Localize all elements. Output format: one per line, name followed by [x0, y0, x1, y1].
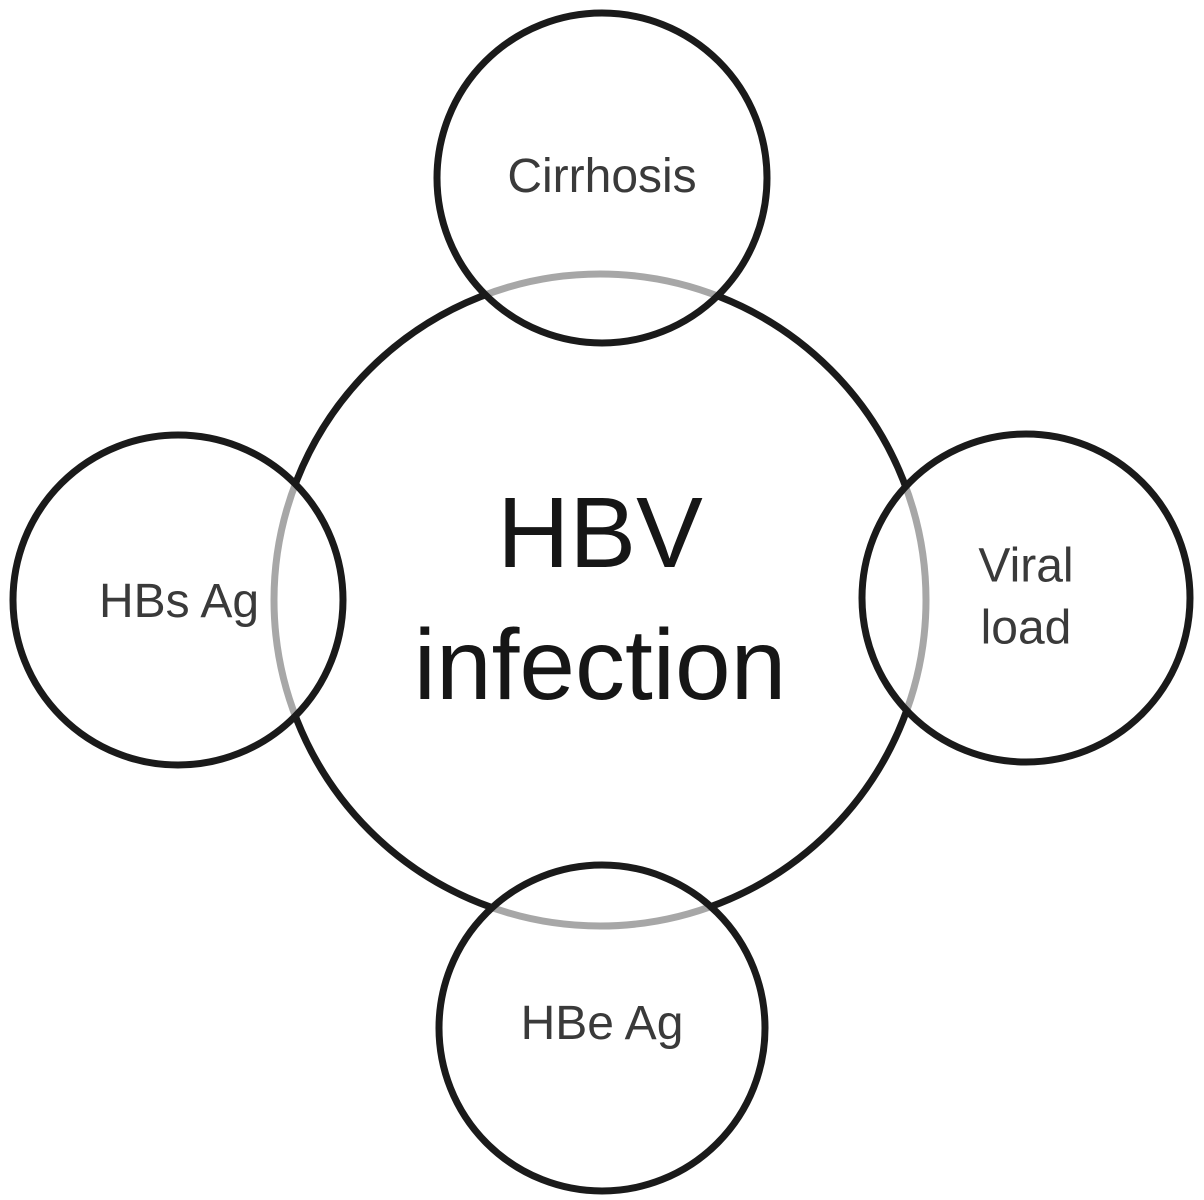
center-label-line2: infection	[413, 609, 787, 721]
center-label: HBV infection	[414, 467, 786, 731]
node-label-cirrhosis: Cirrhosis	[507, 149, 697, 203]
node-label-hbe-ag: HBe Ag	[520, 996, 684, 1050]
node-circle-hbs-ag	[9, 431, 347, 769]
center-label-line1: HBV	[497, 477, 703, 589]
node-label-viral-load: Viral load	[978, 536, 1073, 661]
node-label-hbs-ag: HBs Ag	[98, 574, 260, 628]
node-circle-cirrhosis	[433, 9, 771, 347]
node-label-viral-load-line2: load	[980, 602, 1072, 655]
node-circle-hbe-ag	[435, 861, 769, 1195]
node-label-viral-load-line1: Viral	[978, 539, 1074, 593]
node-circle-viral-load	[858, 430, 1194, 766]
